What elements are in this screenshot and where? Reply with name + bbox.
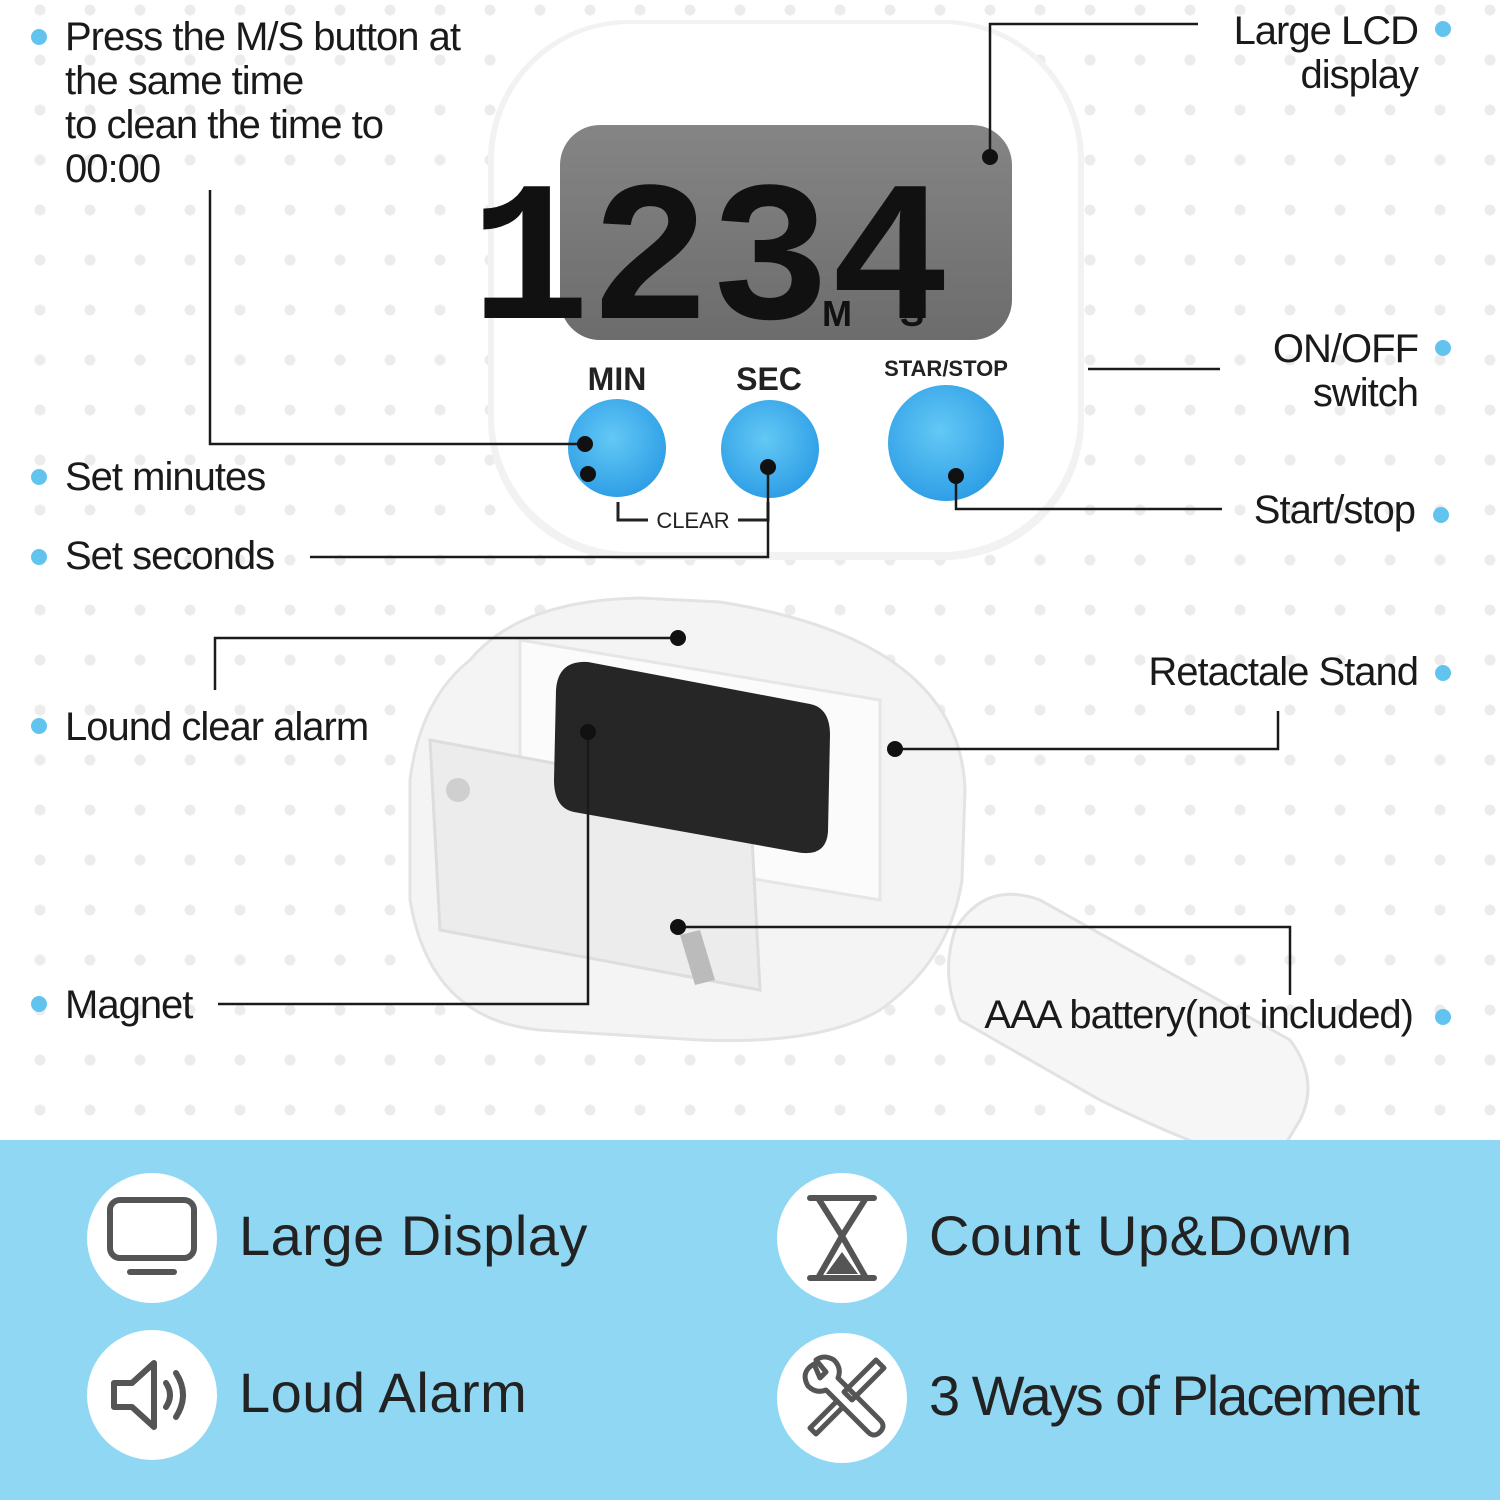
leader-lines (208, 22, 1292, 1006)
timer-front: 1234 M S MIN SEC STAR/STOP CLEAR (470, 20, 1084, 560)
feature-icon-circle (87, 1173, 217, 1303)
feature-icon-circle (777, 1173, 907, 1303)
clear-label: CLEAR (656, 508, 729, 533)
callout-ms-clear-line: 00:00 (65, 147, 161, 191)
bullet-dot (31, 718, 47, 734)
callout-lcd: Large LCD display (1233, 9, 1419, 97)
bullet-dot (1435, 665, 1451, 681)
timer-back (408, 596, 1310, 1140)
magnet-plate (554, 661, 830, 854)
bullet-dot (31, 469, 47, 485)
callout-ms-clear-line: the same time (65, 59, 304, 103)
speaker-icon (111, 1360, 186, 1430)
battery-cover (947, 892, 1310, 1140)
bullet-dot (1435, 21, 1451, 37)
bullet-dot (1435, 340, 1451, 356)
hourglass-icon (807, 1195, 877, 1281)
feature-label: Loud Alarm (239, 1361, 528, 1424)
bullet-dot (1433, 507, 1449, 523)
feature-icon-circle (777, 1333, 907, 1463)
callout-on-off-line: ON/OFF (1272, 327, 1419, 371)
monitor-icon (107, 1197, 197, 1275)
start-stop-button-label: STAR/STOP (884, 356, 1008, 381)
start-stop-button[interactable] (888, 385, 1004, 501)
callout-set-seconds: Set seconds (65, 534, 275, 578)
tools-icon (802, 1354, 887, 1438)
leader-endpoints (577, 149, 998, 935)
min-button-label: MIN (588, 361, 647, 397)
callout-magnet: Magnet (65, 983, 193, 1027)
callout-set-minutes: Set minutes (65, 455, 266, 499)
sec-button[interactable] (721, 400, 819, 498)
features-band: Large Display Count Up&Down Loud Alarm (0, 1140, 1500, 1500)
feature-icon-circle (87, 1330, 217, 1460)
bullet-dot (31, 549, 47, 565)
timer-diagram: 1234 M S MIN SEC STAR/STOP CLEAR (208, 20, 1310, 1140)
callout-ms-clear-line: to clean the time to (65, 103, 384, 147)
callout-lcd-line: Large LCD (1233, 9, 1419, 53)
callout-ms-clear: Press the M/S button at the same time to… (65, 15, 461, 191)
callout-lcd-line: display (1300, 53, 1419, 97)
callout-battery: AAA battery(not included) (984, 993, 1414, 1037)
lcd-digits: 1234 (470, 152, 950, 379)
bullet-dot (31, 29, 47, 45)
bullet-dot (1435, 1009, 1451, 1025)
callout-on-off-line: switch (1312, 371, 1419, 415)
feature-label: Count Up&Down (929, 1204, 1353, 1267)
lcd-unit-minutes: M (822, 293, 852, 334)
callout-on-off: ON/OFF switch (1272, 327, 1419, 415)
sec-button-label: SEC (736, 361, 802, 397)
lcd-unit-seconds: S (900, 293, 924, 334)
lcd-screen (560, 125, 1012, 340)
feature-label: Large Display (239, 1204, 588, 1267)
bullet-dot (31, 996, 47, 1012)
callout-stand: Retactale Stand (1148, 650, 1419, 694)
callout-loud-alarm: Lound clear alarm (65, 705, 369, 749)
callout-start-stop: Start/stop (1253, 488, 1416, 532)
callout-ms-clear-line: Press the M/S button at (65, 15, 461, 59)
feature-label: 3 Ways of Placement (929, 1364, 1420, 1427)
